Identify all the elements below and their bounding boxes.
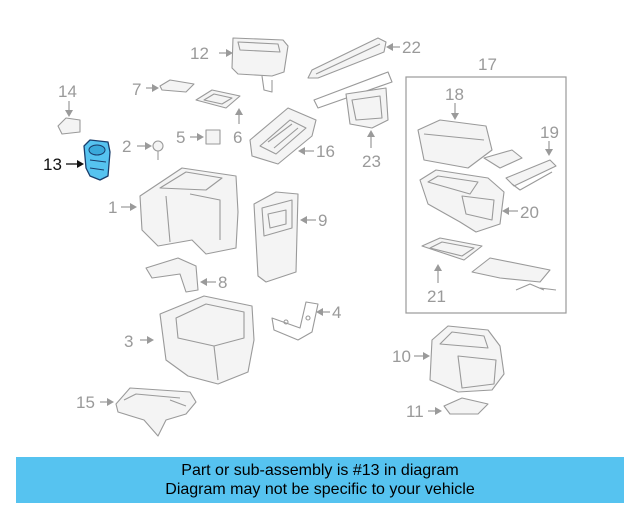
label-9: 9 — [318, 211, 327, 230]
part-19[interactable] — [505, 159, 557, 191]
part-15[interactable] — [115, 387, 197, 437]
label-20: 20 — [520, 203, 539, 222]
part-21-tray — [471, 257, 557, 291]
part-8[interactable] — [145, 257, 199, 293]
label-13: 13 — [43, 155, 62, 174]
part-11[interactable] — [443, 397, 489, 415]
group-17-box — [405, 76, 567, 314]
label-17: 17 — [478, 55, 497, 74]
label-2: 2 — [122, 137, 131, 156]
part-10[interactable] — [429, 325, 505, 393]
label-11: 11 — [406, 402, 424, 421]
part-12[interactable] — [231, 37, 289, 93]
part-16[interactable] — [249, 107, 317, 165]
part-13-highlighted[interactable] — [83, 139, 111, 181]
part-22[interactable] — [307, 37, 387, 79]
label-16: 16 — [316, 142, 335, 161]
label-22: 22 — [402, 38, 421, 57]
info-banner: Part or sub-assembly is #13 in diagram D… — [16, 457, 624, 503]
label-15: 15 — [76, 393, 95, 412]
label-14: 14 — [58, 82, 77, 101]
parts-diagram: 12 22 23 7 6 14 13 — [43, 37, 567, 437]
banner-line-1: Part or sub-assembly is #13 in diagram — [181, 462, 459, 479]
banner-line-2: Diagram may not be specific to your vehi… — [165, 481, 475, 498]
label-4: 4 — [332, 303, 341, 322]
part-6[interactable] — [195, 89, 241, 109]
label-10: 10 — [392, 347, 411, 366]
label-7: 7 — [132, 80, 141, 99]
label-1: 1 — [108, 198, 117, 217]
part-1[interactable] — [139, 167, 239, 255]
label-3: 3 — [124, 332, 133, 351]
part-14[interactable] — [57, 117, 81, 135]
part-18[interactable] — [417, 119, 493, 169]
label-19: 19 — [540, 123, 559, 142]
part-18-bracket — [483, 149, 523, 169]
part-21[interactable] — [421, 237, 483, 261]
label-12: 12 — [190, 44, 209, 63]
label-21: 21 — [427, 287, 446, 306]
label-8: 8 — [218, 273, 227, 292]
label-6: 6 — [233, 128, 242, 147]
part-9[interactable] — [253, 191, 299, 283]
part-7[interactable] — [159, 79, 195, 93]
label-23: 23 — [362, 152, 381, 171]
part-2[interactable] — [152, 140, 164, 160]
part-4[interactable] — [271, 301, 319, 341]
part-3[interactable] — [159, 295, 255, 385]
part-5[interactable] — [205, 129, 221, 145]
label-18: 18 — [445, 85, 464, 104]
part-20[interactable] — [419, 169, 505, 233]
part-23[interactable] — [313, 71, 393, 129]
label-5: 5 — [176, 128, 185, 147]
